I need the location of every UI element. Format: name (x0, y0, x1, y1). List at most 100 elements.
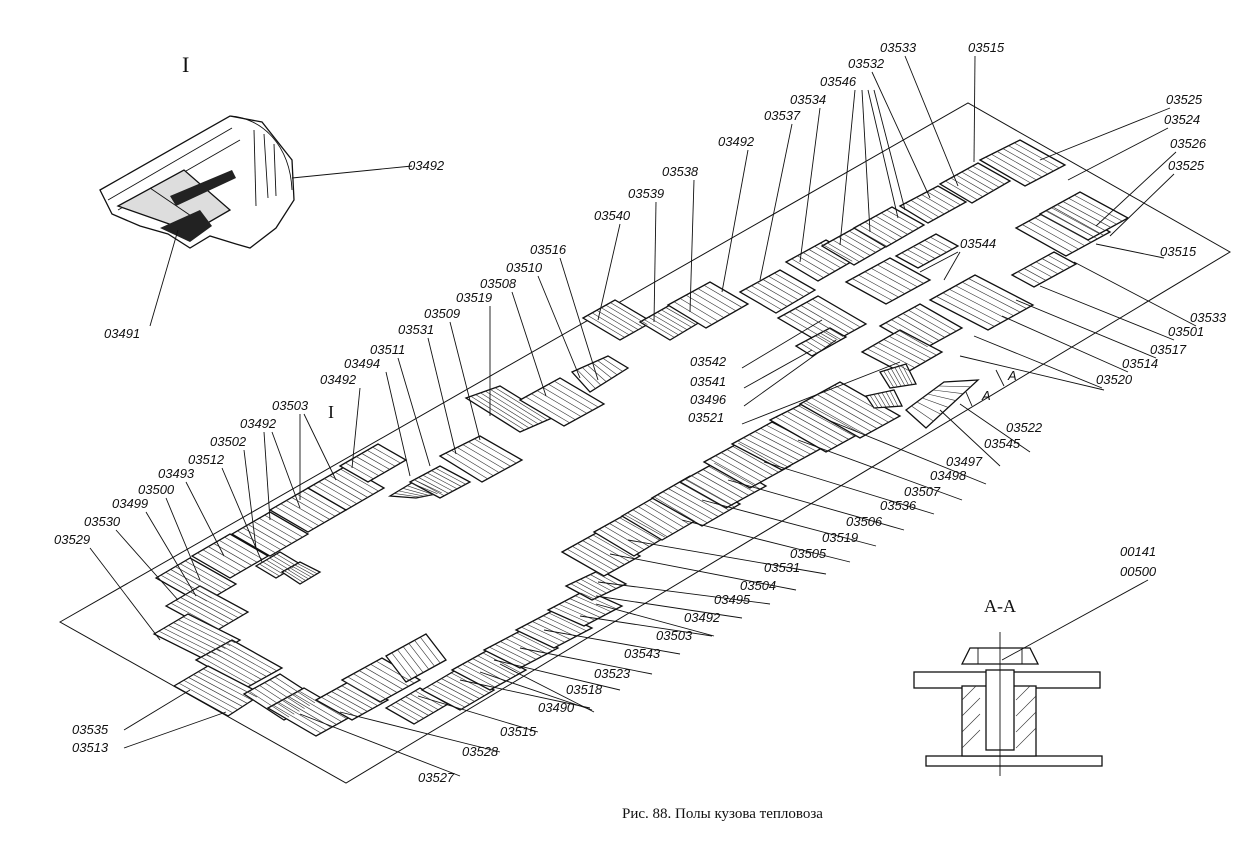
plate-hatch-line (834, 384, 895, 420)
plate-hatch-line (732, 446, 779, 473)
plate-hatch-line (470, 396, 525, 431)
leader-line (123, 689, 191, 731)
plate-hatch-line (472, 658, 511, 679)
plate-hatch-line (916, 197, 945, 215)
plate-hatch-line (175, 566, 222, 593)
plate-hatch-line (918, 243, 942, 256)
plate-hatch-line (877, 264, 918, 288)
plate-hatch-line (905, 202, 934, 221)
plate-hatch-line (198, 671, 253, 701)
label-03497: 03497 (946, 454, 983, 469)
plate-hatch-line (652, 314, 684, 333)
plate-hatch-line (340, 468, 379, 492)
plate-hatch-line (202, 549, 242, 572)
plate-hatch-line (685, 478, 732, 506)
label-view-I-ref: I (328, 402, 334, 422)
leader-line (1095, 151, 1177, 227)
plate-hatch-line (714, 462, 761, 490)
plate-hatch-line (996, 151, 1043, 178)
plate-hatch-line (751, 285, 788, 307)
label-03544: 03544 (960, 236, 996, 251)
plate-hatch-line (1051, 207, 1100, 234)
label-03542: 03542 (690, 354, 727, 369)
plate-hatch-line (806, 302, 855, 331)
plate-hatch-line (656, 312, 688, 330)
plate-hatch-line (408, 643, 430, 670)
plate-hatch-line (896, 316, 940, 341)
plate-hatch-line (678, 482, 730, 511)
label-03494: 03494 (344, 356, 380, 371)
plate-hatch-line (1045, 210, 1094, 238)
label-03528: 03528 (462, 744, 499, 759)
plate-hatch-line (292, 566, 312, 578)
leader-line (1073, 261, 1197, 327)
plate-hatch-line (933, 389, 964, 395)
leader-line (741, 319, 823, 369)
plate-hatch-line (477, 655, 516, 676)
plate-hatch-line (804, 402, 861, 434)
plate-hatch-line (590, 574, 617, 589)
plate-hatch-line (402, 646, 424, 673)
plate-hatch-line (184, 560, 232, 588)
label-03517: 03517 (1150, 342, 1187, 357)
plate-hatch-line (542, 387, 588, 414)
leader-line (743, 339, 837, 407)
plate-hatch-line (180, 563, 227, 590)
plate-hatch-line (221, 645, 272, 674)
leader-line (861, 89, 871, 233)
label-03516: 03516 (530, 242, 567, 257)
plate-hatch-line (446, 675, 485, 696)
leader-line (537, 275, 581, 379)
plate-hatch-line (194, 588, 244, 616)
plate-hatch-line (582, 367, 602, 386)
plate-hatch-line (883, 261, 924, 284)
plate-hatch-line (575, 581, 602, 596)
plate-hatch-line (902, 313, 946, 338)
plate-hatch-line (294, 564, 315, 576)
plate-hatch-line (572, 546, 615, 571)
plate-hatch-line (347, 676, 386, 700)
plate-hatch-line (661, 309, 692, 328)
plate-hatch-line (815, 335, 832, 346)
plate-hatch-line (457, 666, 496, 688)
plate-hatch-line (587, 364, 607, 382)
leader-line (579, 615, 713, 637)
section-arrow-label: А (1007, 368, 1017, 383)
plate-hatch-line (848, 230, 882, 250)
plate-hatch-line (284, 570, 304, 583)
section-A-A (913, 632, 1103, 776)
leader-line (1067, 127, 1169, 181)
plate-hatch-line (511, 635, 548, 654)
plate-hatch-line (1022, 224, 1073, 253)
plate-hatch-line (901, 252, 924, 266)
plate-hatch-line (183, 680, 238, 710)
plate-hatch-line (614, 520, 655, 544)
plate-hatch-line (601, 307, 639, 330)
plate-hatch-line (254, 688, 295, 715)
plate-hatch-line (264, 682, 305, 709)
plate-hatch-line (924, 240, 947, 253)
detail-view-I (99, 115, 295, 249)
leader-line (1039, 107, 1171, 161)
plate-hatch-line (291, 497, 330, 520)
plates-top-run (581, 139, 1130, 389)
plate-hatch-line (158, 630, 211, 658)
leader-line (291, 165, 413, 179)
label-03491: 03491 (104, 326, 140, 341)
section-arrow-label-2: А (981, 388, 991, 403)
plate-hatch-line (749, 434, 800, 461)
plate-hatch-line (580, 592, 617, 610)
plate-hatch-line (278, 702, 327, 731)
label-00141: 00141 (1120, 544, 1156, 559)
plate-hatch-line (211, 651, 262, 680)
plate-hatch-line (870, 268, 912, 291)
plate-hatch-line (456, 447, 500, 473)
label-03523: 03523 (594, 666, 631, 681)
plate-hatch-line (832, 239, 866, 259)
leader-line (263, 431, 271, 521)
plate-hatch-line (531, 393, 576, 420)
plate-hatch-line (553, 606, 590, 624)
plate-hatch-line (591, 312, 630, 336)
plate-hatch-line (624, 514, 666, 538)
plate-hatch-line (949, 289, 1008, 320)
